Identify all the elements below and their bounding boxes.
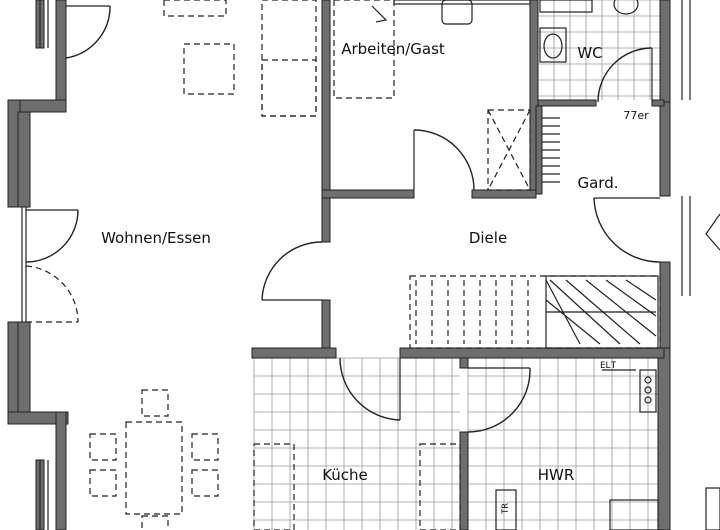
exterior-wall-left (7, 0, 69, 530)
hwr-fixtures (495, 369, 659, 530)
kitchen-counters (253, 443, 461, 530)
interior-walls (251, 0, 665, 530)
room-label-wohnen: Wohnen/Essen (101, 229, 211, 247)
room-label-gard: Gard. (577, 174, 618, 192)
room-label-arbeiten: Arbeiten/Gast (341, 40, 445, 58)
wc-fixtures (539, 0, 639, 63)
living-furniture (89, 0, 317, 530)
staircase (409, 275, 661, 349)
elt-label: ELT (600, 361, 617, 371)
left-windows (21, 0, 49, 530)
room-label-diele: Diele (469, 229, 507, 247)
exterior-wall-right (657, 0, 720, 530)
tr-label: TR (501, 503, 511, 514)
hwr-tiles (467, 357, 658, 530)
room-label-hwr: HWR (538, 466, 575, 484)
doors (25, 5, 661, 433)
duct-label: 77er (623, 109, 649, 122)
room-label-wc: WC (577, 44, 602, 62)
office-furniture (333, 0, 531, 99)
room-label-kueche: Küche (322, 466, 368, 484)
wardrobe (487, 109, 560, 191)
